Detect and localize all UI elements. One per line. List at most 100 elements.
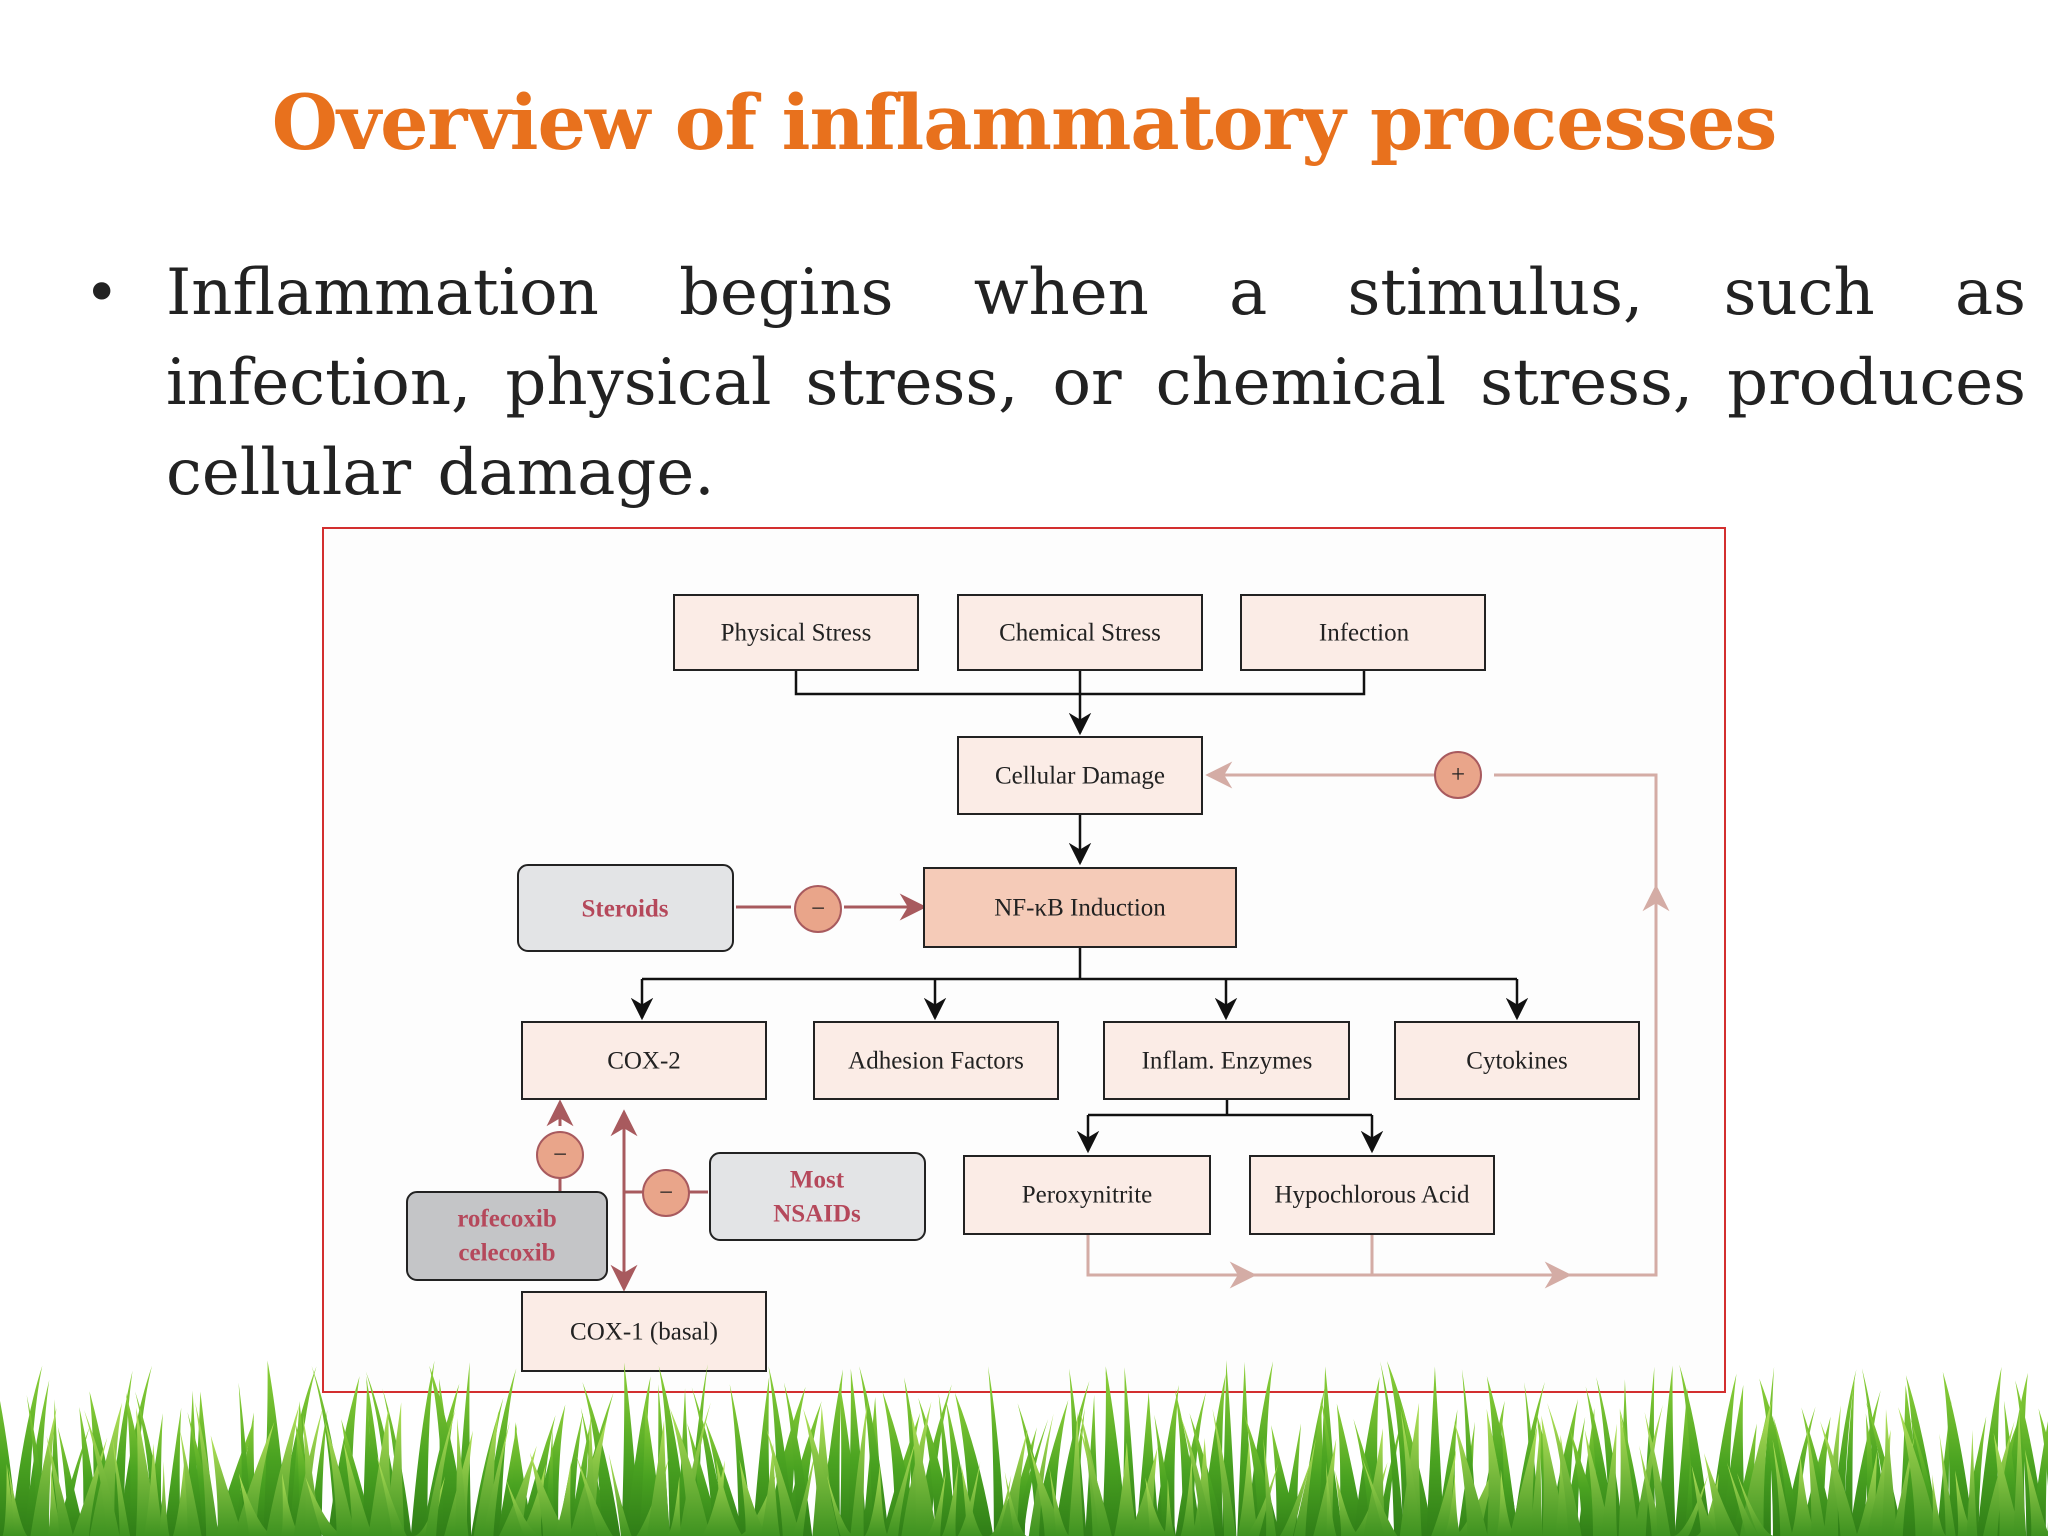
grass-blade: [553, 1461, 573, 1536]
grass-blade: [1400, 1409, 1422, 1536]
steroids-minus-circle: [794, 885, 842, 933]
grass-blade: [1078, 1425, 1112, 1536]
grass-blade: [1801, 1407, 1835, 1536]
grass-blade: [1939, 1433, 1956, 1536]
grass-blade: [766, 1386, 806, 1536]
grass-blade: [1495, 1469, 1516, 1536]
grass-blade: [305, 1477, 348, 1536]
grass-blade: [343, 1441, 373, 1536]
box-cellular-damage: [957, 736, 1203, 815]
grass-blade: [1212, 1408, 1237, 1536]
grass-blade: [1114, 1442, 1138, 1536]
label-cellular-damage: Cellular Damage: [995, 763, 1165, 790]
label-adhesion: Adhesion Factors: [848, 1048, 1024, 1075]
grass-blade: [238, 1473, 275, 1536]
grass-blade: [1145, 1477, 1173, 1536]
box-peroxynitrite: [963, 1155, 1211, 1235]
bullet-list: • Inflammation begins when a stimulus, s…: [84, 248, 2026, 518]
grass-blade: [1454, 1420, 1488, 1536]
grass-blade: [180, 1429, 202, 1536]
grass-blade: [1942, 1371, 1974, 1536]
nsaid-minus-circle: [642, 1169, 690, 1217]
grass-blade: [158, 1461, 170, 1536]
grass-blade: [1955, 1470, 1976, 1536]
grass-blade: [1279, 1456, 1313, 1536]
grass-blade: [1293, 1437, 1317, 1536]
grass-blade: [46, 1435, 74, 1536]
grass-blade: [1600, 1423, 1618, 1536]
label-infection: Infection: [1319, 620, 1410, 647]
grass-blade: [410, 1360, 435, 1536]
grass-blade: [1806, 1427, 1827, 1536]
grass-blade: [1068, 1411, 1084, 1536]
grass-blade: [704, 1419, 744, 1536]
grass-blade: [483, 1420, 511, 1536]
box-nsaids: [709, 1152, 926, 1241]
grass-blade: [752, 1376, 771, 1536]
grass-blade: [1619, 1408, 1645, 1536]
grass-decoration: [0, 1360, 2048, 1536]
grass-blade: [1618, 1408, 1640, 1536]
grass-blade: [576, 1455, 613, 1536]
bullet-marker: •: [84, 258, 120, 328]
grass-blade: [1162, 1478, 1177, 1536]
grass-blade: [89, 1402, 123, 1536]
grass-blade: [1326, 1461, 1337, 1536]
bullet-text: Inflammation begins when a stimulus, suc…: [166, 256, 2026, 510]
grass-blade: [425, 1408, 456, 1536]
grass-blade: [1426, 1366, 1445, 1536]
grass-blade: [1596, 1376, 1624, 1536]
grass-blade: [1509, 1424, 1538, 1536]
grass-blade: [739, 1459, 768, 1536]
grass-blade: [1966, 1429, 1978, 1536]
grass-blade: [646, 1420, 671, 1536]
grass-blade: [234, 1421, 275, 1536]
grass-blade: [454, 1418, 469, 1536]
grass-blade: [826, 1475, 855, 1536]
grass-blade: [850, 1400, 868, 1536]
grass-blade: [1028, 1413, 1054, 1536]
grass-blade: [172, 1454, 192, 1536]
grass-blade: [1192, 1437, 1216, 1536]
plus-sign: +: [1451, 762, 1465, 789]
grass-blade: [1246, 1361, 1274, 1536]
grass-blade: [1175, 1389, 1201, 1536]
box-steroids: [517, 864, 734, 952]
grass-blade: [1703, 1453, 1739, 1536]
grass-blade: [1772, 1439, 1793, 1536]
box-enzymes: [1103, 1021, 1350, 1100]
grass-blade: [84, 1409, 120, 1536]
grass-blade: [1673, 1474, 1708, 1536]
grass-blade: [1246, 1463, 1279, 1536]
label-cytokines: Cytokines: [1466, 1048, 1567, 1075]
label-hypochlorous: Hypochlorous Acid: [1274, 1182, 1470, 1209]
grass-blade: [1760, 1366, 1775, 1536]
grass-blade: [1898, 1407, 1939, 1536]
grass-blade: [265, 1404, 300, 1536]
grass-blade: [1237, 1439, 1259, 1536]
grass-blade: [766, 1429, 801, 1536]
grass-blade: [2038, 1408, 2048, 1487]
grass-blade: [1696, 1473, 1719, 1536]
grass-blade: [1639, 1445, 1665, 1536]
grass-blade: [164, 1407, 182, 1536]
feedback-path: [1086, 773, 1658, 1277]
grass-blade: [1791, 1456, 1816, 1536]
grass-blade: [135, 1391, 167, 1536]
grass-blade: [960, 1463, 983, 1536]
node-boxes: [406, 594, 1640, 1372]
grass-blade: [2013, 1409, 2027, 1536]
coxib-minus-circle: [536, 1131, 584, 1179]
grass-blade: [1881, 1409, 1898, 1536]
grass-blade: [529, 1452, 568, 1536]
grass-blade: [8, 1467, 28, 1536]
grass-blade: [1105, 1370, 1122, 1536]
grass-blade: [280, 1473, 302, 1536]
grass-blade: [942, 1461, 959, 1536]
grass-blade: [1644, 1411, 1671, 1536]
grass-blade: [1049, 1467, 1070, 1536]
grass-blade: [1180, 1456, 1196, 1536]
grass-blade: [670, 1408, 711, 1536]
grass-blade: [376, 1455, 407, 1536]
grass-blade: [1691, 1465, 1719, 1536]
